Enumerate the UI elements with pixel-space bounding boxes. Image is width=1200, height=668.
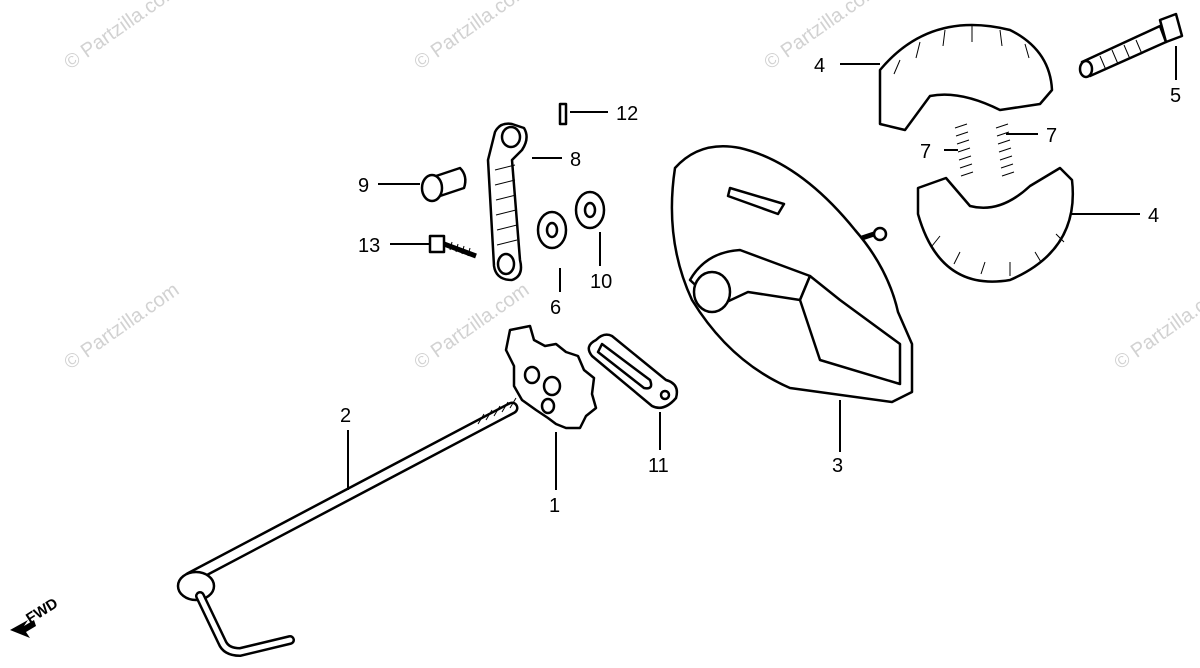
callout-10: 10 (590, 271, 612, 293)
callout-labels: 1 2 3 4 4 5 6 7 7 8 9 10 11 12 13 (340, 55, 1181, 517)
callout-9: 9 (358, 175, 369, 197)
callout-5: 5 (1170, 85, 1181, 107)
callout-6: 6 (550, 297, 561, 319)
arrow-icon (10, 620, 36, 638)
part-washer-2 (574, 190, 606, 230)
callout-12: 12 (616, 103, 638, 125)
callout-4-top: 4 (814, 55, 825, 77)
callout-7-left: 7 (920, 141, 931, 163)
callout-3: 3 (832, 455, 843, 477)
leader-lines (347, 46, 1177, 490)
fwd-label: FWD (23, 595, 61, 628)
part-washer (536, 210, 568, 250)
part-brake-rod (176, 397, 519, 658)
part-brake-arm (486, 122, 528, 282)
part-cotter-pin (558, 102, 568, 126)
callout-8: 8 (570, 149, 581, 171)
callout-1: 1 (549, 495, 560, 517)
part-brake-panel (670, 144, 914, 404)
callout-4-bottom: 4 (1148, 205, 1159, 227)
watermark: © Partzilla.com (1110, 279, 1200, 374)
watermark: © Partzilla.com (60, 0, 183, 74)
callout-13: 13 (358, 235, 380, 257)
part-bolt (428, 234, 477, 259)
callout-11: 11 (648, 455, 669, 477)
part-brake-shoe-bottom (916, 166, 1075, 283)
part-brake-shoe-top (878, 23, 1054, 132)
watermark: © Partzilla.com (60, 279, 183, 374)
forward-direction-indicator: FWD (10, 595, 61, 638)
watermark: © Partzilla.com (410, 0, 533, 74)
callout-7-right: 7 (1046, 125, 1057, 147)
callout-2: 2 (340, 405, 351, 427)
part-gasket-plate (587, 333, 679, 409)
part-indicator-plate (504, 324, 598, 430)
part-springs (954, 123, 1015, 177)
part-brake-cam (1078, 12, 1184, 79)
part-clevis-pin (420, 166, 467, 203)
